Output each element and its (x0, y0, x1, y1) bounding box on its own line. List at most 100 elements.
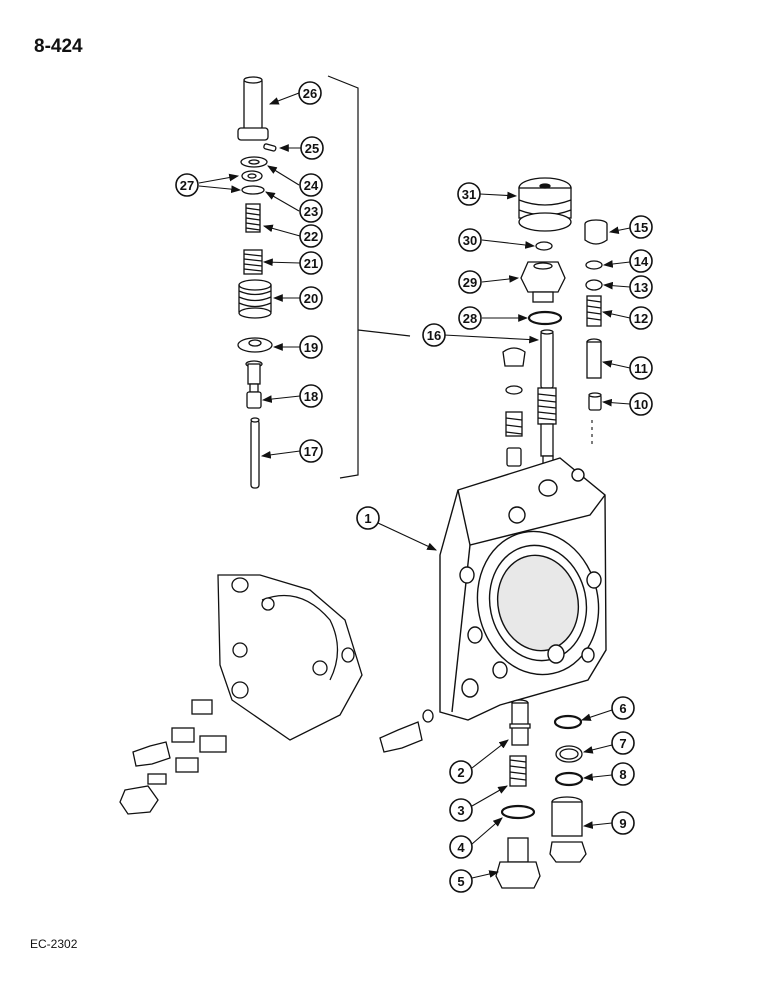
svg-text:12: 12 (634, 311, 648, 326)
svg-text:10: 10 (634, 397, 648, 412)
callout-19: 19 (299, 335, 323, 359)
part-29-nut (520, 261, 566, 303)
callout-25: 25 (300, 136, 324, 160)
svg-text:3: 3 (457, 803, 464, 818)
callout-26: 26 (298, 81, 322, 105)
page-number: 8-424 (34, 36, 83, 57)
part-17-rod (250, 417, 260, 489)
svg-text:30: 30 (463, 233, 477, 248)
callout-13: 13 (629, 275, 653, 299)
svg-text:4: 4 (457, 840, 465, 855)
callout-9: 9 (611, 811, 635, 835)
left-stack-parts (237, 76, 277, 489)
callout-28: 28 (458, 306, 482, 330)
callout-27: 27 (175, 173, 199, 197)
svg-text:1: 1 (364, 511, 371, 526)
svg-text:21: 21 (304, 256, 318, 271)
svg-text:29: 29 (463, 275, 477, 290)
part-10-plug (588, 392, 602, 411)
callout-8: 8 (611, 762, 635, 786)
part-6-oring (553, 714, 583, 730)
callout-21: 21 (299, 251, 323, 275)
leader-arrows (198, 92, 631, 879)
figure-reference-code: EC-2302 (30, 937, 78, 951)
callouts: 1 2 3 4 5 6 7 8 9 10 11 12 13 14 15 16 1… (175, 81, 653, 893)
svg-text:15: 15 (634, 220, 648, 235)
callout-5: 5 (449, 869, 473, 893)
svg-text:2: 2 (457, 765, 464, 780)
svg-text:8: 8 (619, 767, 626, 782)
svg-text:16: 16 (427, 328, 441, 343)
callout-11: 11 (629, 356, 653, 380)
part-13-washer (585, 279, 603, 291)
svg-text:23: 23 (304, 204, 318, 219)
callout-1: 1 (356, 506, 380, 530)
callout-16: 16 (422, 323, 446, 347)
part-14-washer (585, 260, 603, 270)
svg-text:25: 25 (305, 141, 319, 156)
part-2-valve (509, 699, 531, 746)
part-25-pin (263, 143, 277, 152)
callout-22: 22 (299, 224, 323, 248)
svg-text:6: 6 (619, 701, 626, 716)
svg-text:14: 14 (634, 254, 649, 269)
part-3-spring (509, 755, 527, 787)
svg-text:9: 9 (619, 816, 626, 831)
svg-text:19: 19 (304, 340, 318, 355)
part-22-spring (245, 203, 261, 233)
part-1-housing (439, 457, 607, 721)
callout-10: 10 (629, 392, 653, 416)
callout-31: 31 (457, 182, 481, 206)
callout-3: 3 (449, 798, 473, 822)
callout-29: 29 (458, 270, 482, 294)
part-5-plug (495, 837, 541, 889)
svg-text:22: 22 (304, 229, 318, 244)
callout-24: 24 (299, 173, 323, 197)
svg-text:28: 28 (463, 311, 477, 326)
part-4-oring (500, 804, 536, 820)
assembly-bracket (327, 75, 411, 479)
part-28-oring (527, 310, 563, 326)
svg-text:26: 26 (303, 86, 317, 101)
secondary-housing (119, 574, 363, 815)
part-20-spring (238, 279, 272, 319)
callout-12: 12 (629, 306, 653, 330)
part-16-spool (537, 329, 557, 475)
part-18-valve (245, 360, 263, 409)
part-26-pin (243, 77, 263, 131)
center-parts (502, 177, 608, 475)
lower-parts (379, 699, 587, 889)
svg-text:7: 7 (619, 736, 626, 751)
callout-4: 4 (449, 835, 473, 859)
loose-small-parts (502, 347, 526, 467)
svg-text:11: 11 (634, 361, 648, 376)
part-21-spring (243, 249, 263, 275)
callout-7: 7 (611, 731, 635, 755)
callout-17: 17 (299, 439, 323, 463)
part-9-fitting (549, 796, 587, 863)
svg-text:27: 27 (180, 178, 194, 193)
svg-text:20: 20 (304, 291, 318, 306)
part-12-spring (586, 295, 602, 327)
svg-text:18: 18 (304, 389, 318, 404)
svg-text:13: 13 (634, 280, 648, 295)
callout-18: 18 (299, 384, 323, 408)
part-30-oring (535, 241, 553, 251)
callout-6: 6 (611, 696, 635, 720)
part-8-oring (554, 771, 584, 787)
callout-15: 15 (629, 215, 653, 239)
svg-text:31: 31 (462, 187, 476, 202)
svg-text:17: 17 (304, 444, 318, 459)
adapter-fitting (379, 709, 434, 753)
callout-14: 14 (629, 249, 653, 273)
part-31-cap (518, 177, 572, 232)
svg-text:24: 24 (304, 178, 319, 193)
callout-2: 2 (449, 760, 473, 784)
part-23-washer (241, 185, 265, 195)
callout-23: 23 (299, 199, 323, 223)
callout-20: 20 (299, 286, 323, 310)
callout-30: 30 (458, 228, 482, 252)
part-15-plug (584, 219, 608, 245)
svg-text:5: 5 (457, 874, 464, 889)
